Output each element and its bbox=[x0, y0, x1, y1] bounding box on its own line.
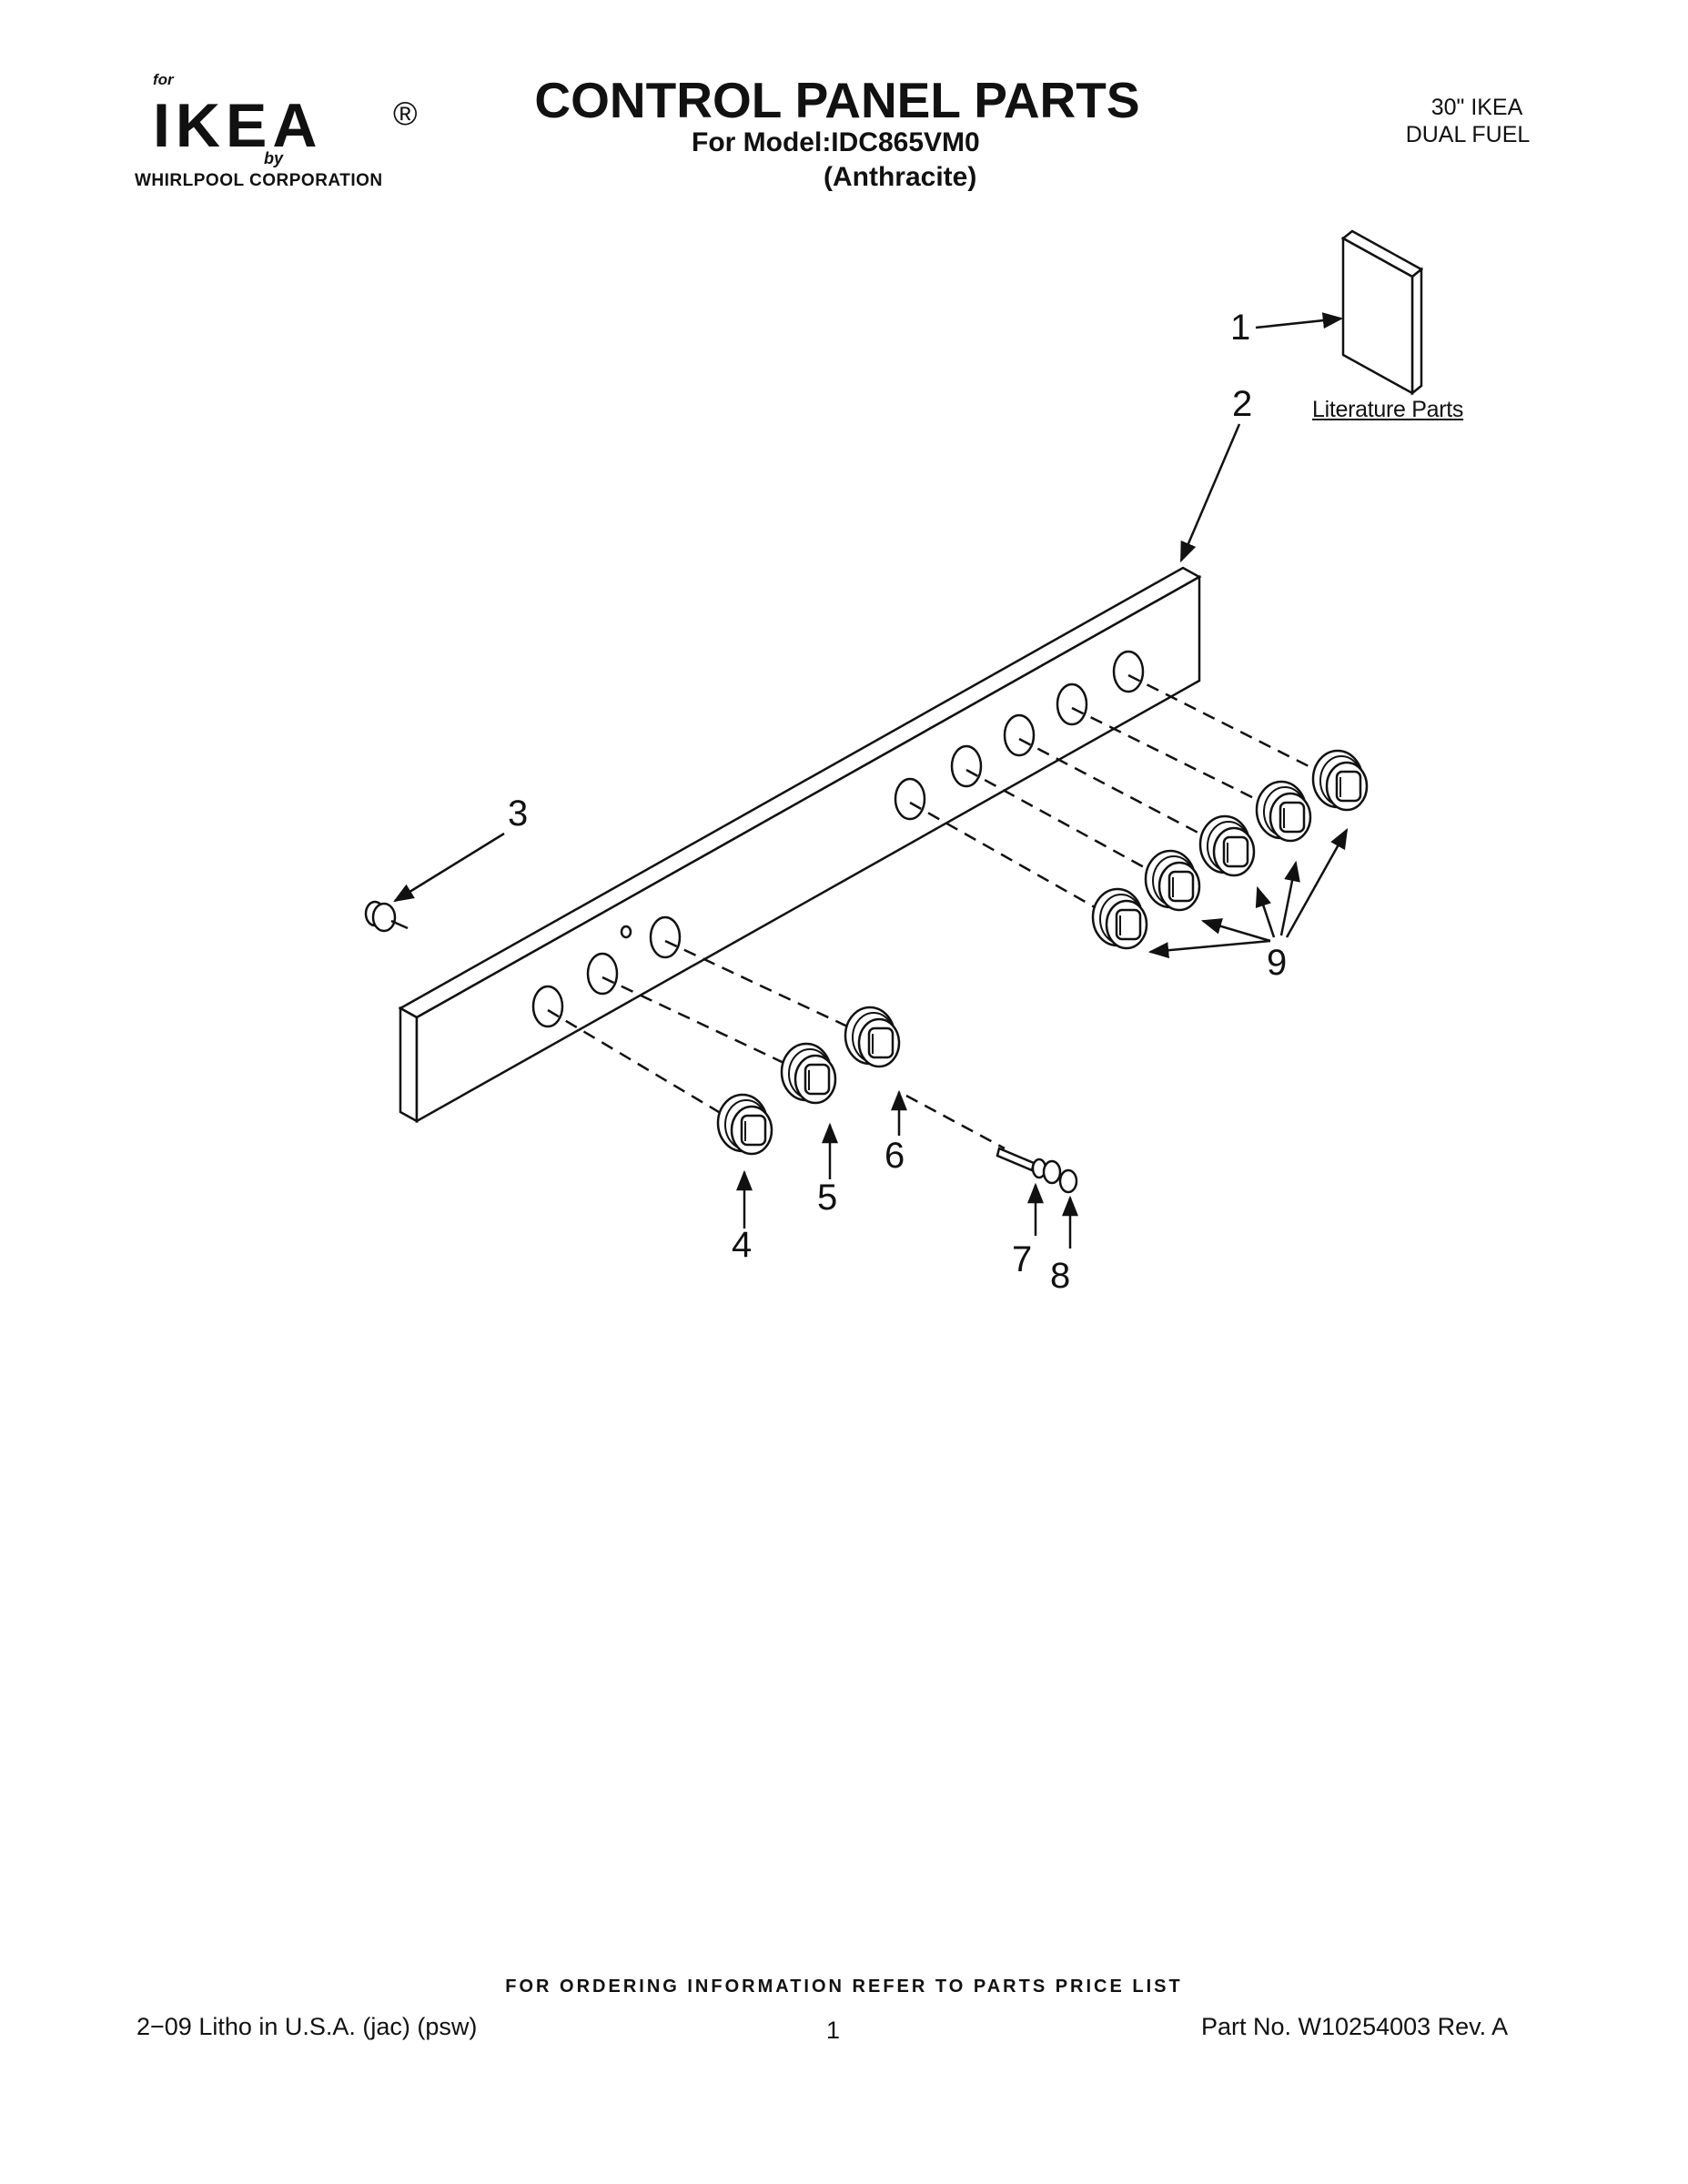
washer-item-8 bbox=[1058, 1168, 1078, 1194]
callout-9: 9 bbox=[1267, 943, 1288, 983]
knob-item-5 bbox=[780, 1042, 837, 1105]
callout-4: 4 bbox=[732, 1225, 753, 1265]
callout-1-arrow bbox=[1255, 312, 1344, 329]
ordering-info: FOR ORDERING INFORMATION REFER TO PARTS … bbox=[505, 1977, 1183, 1997]
color-line: (Anthracite) bbox=[824, 162, 977, 192]
part-number: Part No. W10254003 Rev. A bbox=[1201, 2013, 1509, 2040]
knob-item-6 bbox=[844, 1006, 901, 1068]
callout-2-arrow bbox=[1179, 423, 1241, 563]
callout-8: 8 bbox=[1050, 1256, 1071, 1296]
control-panel bbox=[398, 566, 1202, 1124]
product-line-1: 30" IKEA bbox=[1430, 95, 1523, 120]
knob-item-9a bbox=[1091, 887, 1148, 950]
washer-item-7 bbox=[1042, 1159, 1062, 1185]
page-number: 1 bbox=[826, 2017, 841, 2044]
knob-item-9c bbox=[1198, 814, 1256, 877]
litho-info: 2−09 Litho in U.S.A. (jac) (psw) bbox=[136, 2013, 478, 2040]
callout-9-arrow-c bbox=[1255, 885, 1276, 938]
model-line: For Model:IDC865VM0 bbox=[692, 127, 980, 157]
callout-9-arrow-e bbox=[1285, 828, 1349, 938]
screw-item-7 bbox=[996, 1147, 1047, 1179]
callout-1: 1 bbox=[1230, 308, 1251, 348]
callout-2: 2 bbox=[1232, 384, 1253, 424]
knob-item-9e bbox=[1311, 749, 1369, 812]
ikea-logo: IKEA bbox=[153, 91, 323, 160]
callout-9-arrow-a bbox=[1147, 939, 1271, 959]
logo-corporation: WHIRLPOOL CORPORATION bbox=[135, 171, 383, 190]
literature-parts-label: Literature Parts bbox=[1312, 397, 1464, 422]
callout-3: 3 bbox=[508, 794, 529, 834]
literature-parts-booklet bbox=[1340, 229, 1424, 396]
callout-9-arrow-d bbox=[1279, 860, 1300, 936]
callout-3-arrow bbox=[393, 832, 505, 903]
knob-item-9d bbox=[1255, 780, 1312, 843]
callout-6: 6 bbox=[884, 1136, 905, 1176]
logo-by-text: by bbox=[264, 149, 284, 167]
knob-item-9b bbox=[1144, 849, 1201, 912]
callout-9-arrow-b bbox=[1200, 918, 1271, 943]
callout-5: 5 bbox=[817, 1178, 838, 1218]
knob-item-4 bbox=[716, 1093, 773, 1156]
product-line-2: DUAL FUEL bbox=[1405, 122, 1531, 147]
callout-7: 7 bbox=[1012, 1239, 1033, 1279]
page-title: CONTROL PANEL PARTS bbox=[534, 72, 1140, 128]
registered-mark: ® bbox=[393, 95, 418, 132]
clip-item-3 bbox=[364, 900, 409, 933]
logo-for-text: for bbox=[153, 71, 174, 88]
